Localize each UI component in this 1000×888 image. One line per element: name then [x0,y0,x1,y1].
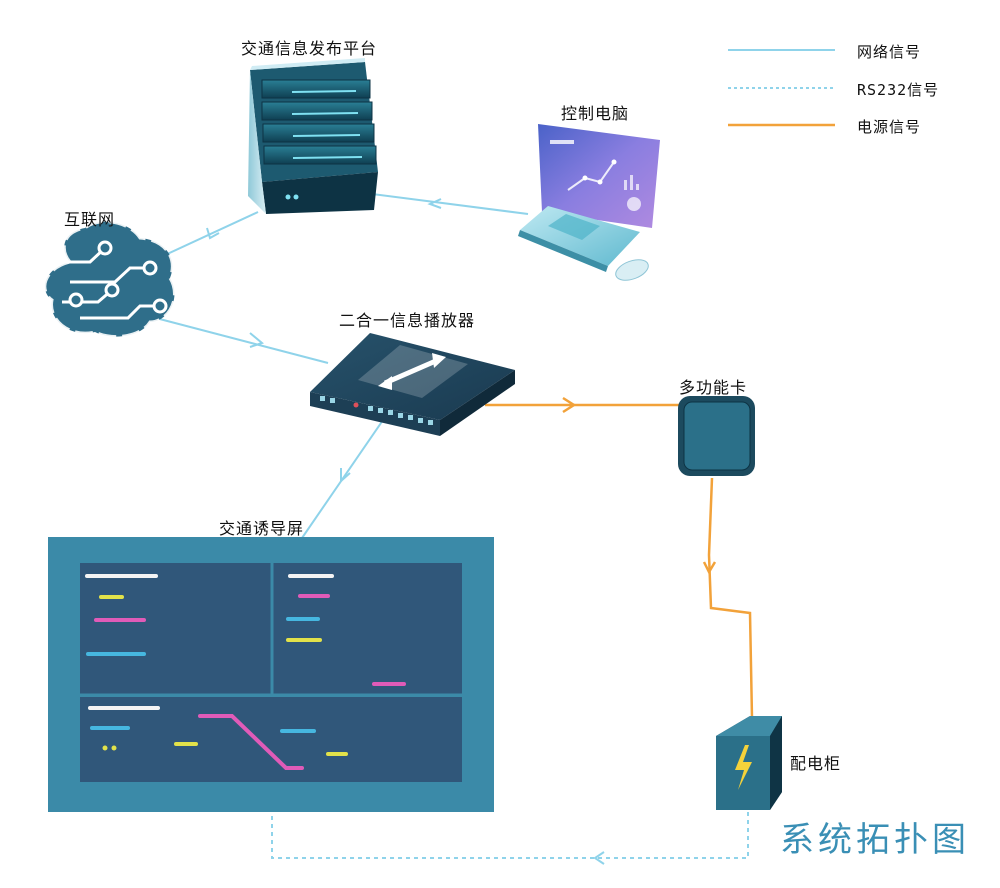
arrow-internet-player [249,332,265,348]
arrow-computer-platform [427,198,442,209]
label-player: 二合一信息播放器 [339,311,476,330]
computer-icon [518,124,660,281]
label-platform: 交通信息发布平台 [241,39,378,58]
internet-icon [43,220,176,339]
label-screen: 交通诱导屏 [219,519,305,538]
label-computer: 控制电脑 [561,104,630,123]
server-icon [248,58,378,214]
label-cabinet: 配电柜 [790,754,842,773]
link-internet-player [151,316,329,364]
arrow-platform-internet [206,227,220,240]
link-computer-platform [371,193,529,215]
player-icon [310,333,515,436]
arrow-card-cabinet [702,561,717,575]
legend-label-rs232: RS232信号 [857,81,940,99]
link-cabinet-screen [271,812,749,859]
legend-label-network: 网络信号 [857,43,922,61]
legend-label-power: 电源信号 [857,118,922,136]
traffic-screen [48,537,494,812]
label-internet: 互联网 [64,210,116,229]
distribution-cabinet-icon [716,716,782,810]
diagram-title: 系统拓扑图 [780,820,970,860]
arrow-player-screen [340,468,351,484]
label-card: 多功能卡 [679,378,748,397]
link-card-cabinet [707,477,754,719]
multifunction-card-icon [678,396,755,476]
arrow-cabinet-screen [593,851,605,865]
arrow-player-card [562,396,577,414]
